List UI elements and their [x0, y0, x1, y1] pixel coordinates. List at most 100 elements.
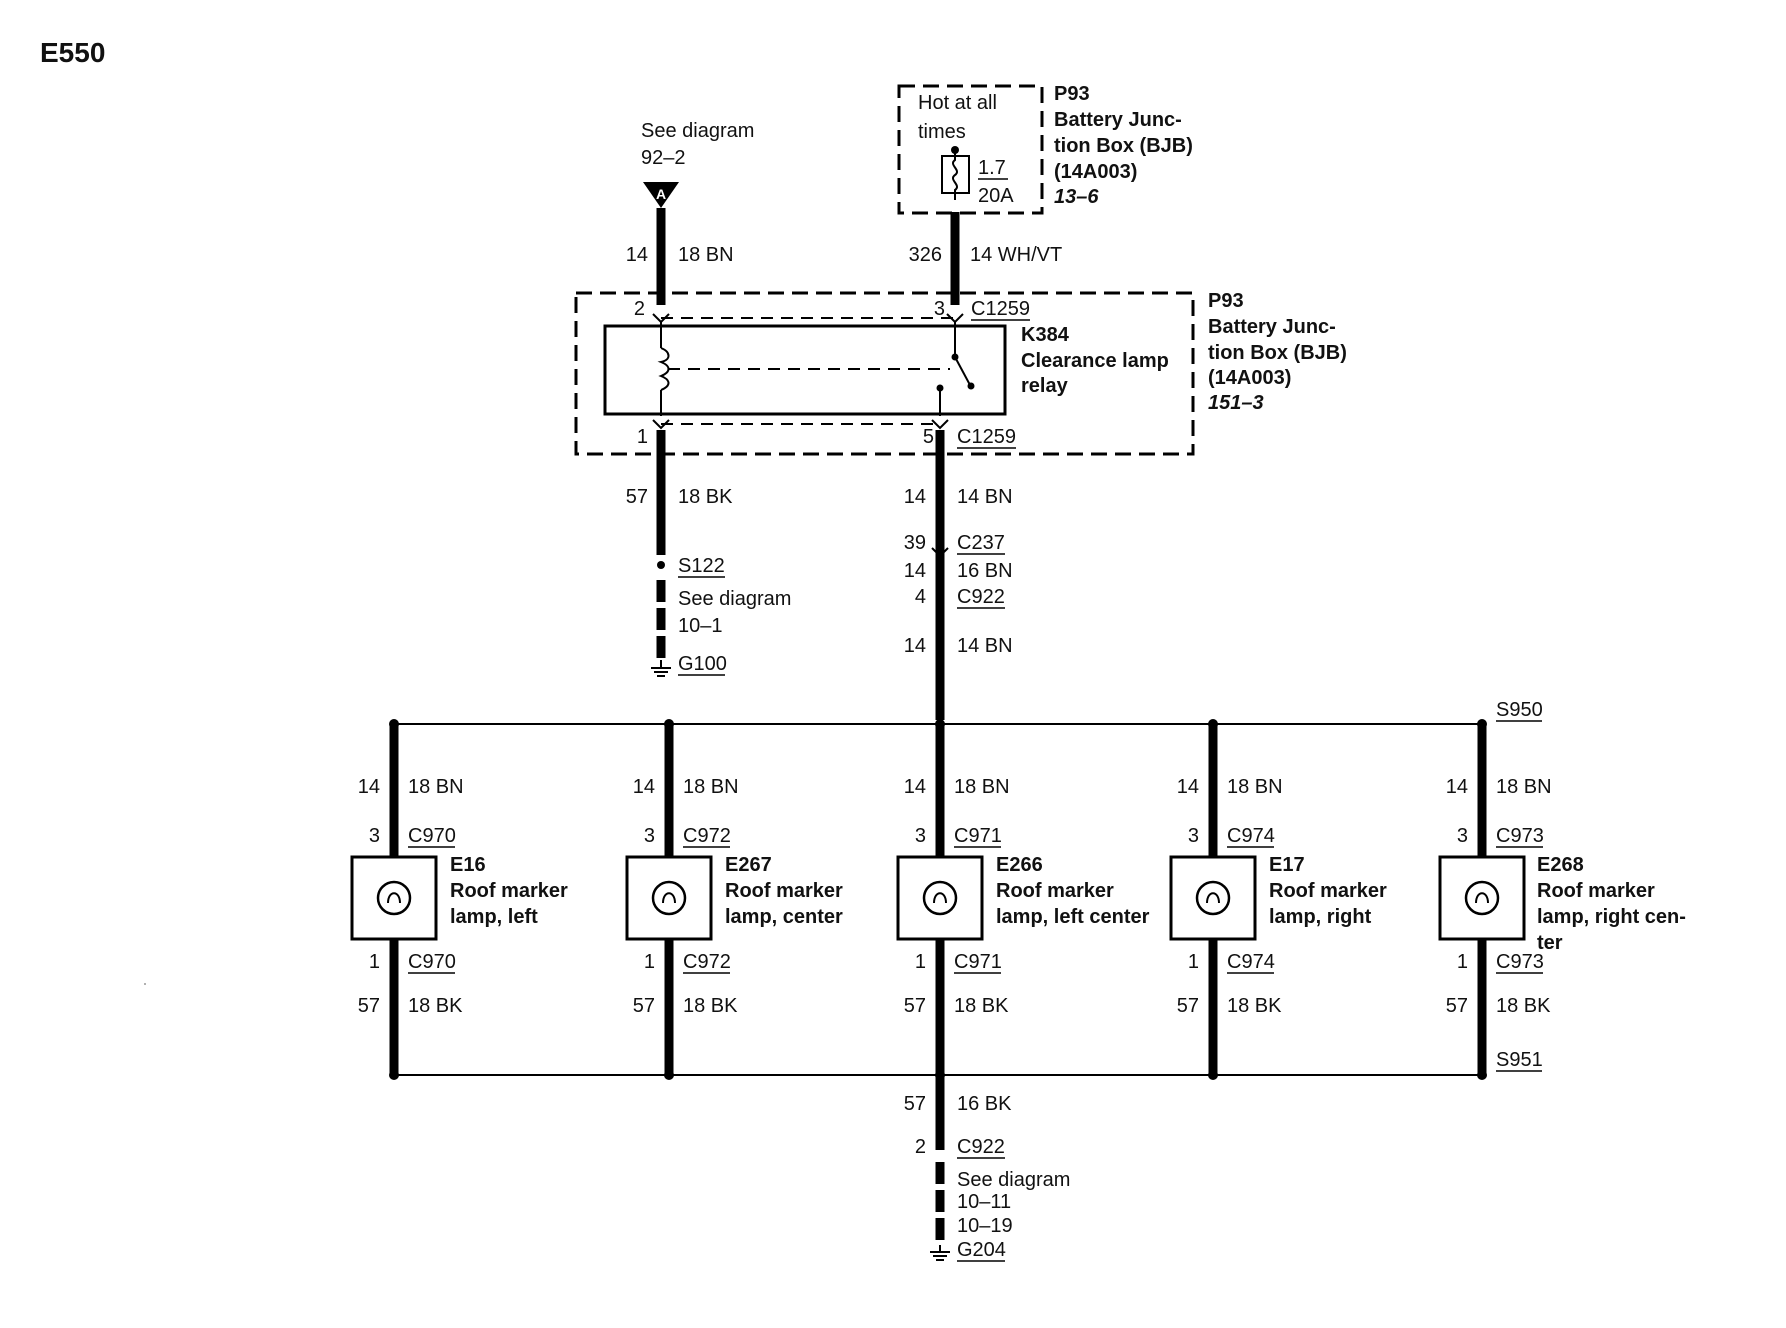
- lamp-pin-in: 3: [644, 825, 655, 847]
- lamp-connector-in: C971: [954, 825, 1002, 847]
- lamp-name-line1: Roof marker: [996, 880, 1114, 902]
- lamp-ref: E267: [725, 854, 772, 876]
- feed-wire1: 14 BN: [957, 486, 1013, 508]
- lamp-pin-in: 3: [1188, 825, 1199, 847]
- lamp-ref: E266: [996, 854, 1043, 876]
- lamp-circuit-out: 57: [904, 995, 926, 1017]
- ground-g204: G204: [957, 1239, 1006, 1261]
- lamp-e266: 14 18 BN 3 C971 E266 Roof marker lamp, l…: [896, 719, 1150, 1080]
- g100-ref-line2: 10–1: [678, 615, 723, 637]
- lamp-e268: 14 18 BN 3 C973 E268 Roof marker lamp, r…: [1438, 719, 1686, 1080]
- lamp-pin-out: 1: [1457, 951, 1468, 973]
- lamp-connector-out: C970: [408, 951, 456, 973]
- relay-conn-top: C1259: [971, 298, 1030, 320]
- relay-coil-icon: [657, 322, 950, 416]
- lamp-pin-out: 1: [644, 951, 655, 973]
- fuse-box-name-line2: tion Box (BJB): [1054, 135, 1193, 157]
- g204-wire: 16 BK: [957, 1093, 1012, 1115]
- lamp-pin-out: 1: [915, 951, 926, 973]
- fuse-number: 1.7: [978, 157, 1006, 179]
- lamp-circuit-in: 14: [1446, 776, 1468, 798]
- connector-a-triangle-icon: [643, 182, 679, 208]
- g100-wire: 18 BK: [678, 486, 733, 508]
- lamp-name-line1: Roof marker: [1537, 880, 1655, 902]
- feed-circuit3: 14: [904, 635, 926, 657]
- diagram-id: E550: [40, 37, 105, 68]
- c922-pin-bottom: 2: [915, 1136, 926, 1158]
- connector-c922-bottom: C922: [957, 1136, 1005, 1158]
- lamp-e16: 14 18 BN 3 C970 E16 Roof marker lamp, le…: [350, 719, 568, 1080]
- relay-conn-bottom: C1259: [957, 426, 1016, 448]
- lamp-e267: 14 18 BN 3 C972 E267 Roof marker lamp, c…: [625, 719, 843, 1080]
- lamp-circuit-out: 57: [358, 995, 380, 1017]
- lamp-name-line1: Roof marker: [1269, 880, 1387, 902]
- g204-ref-line3: 10–19: [957, 1215, 1013, 1237]
- lamp-bulb-icon: [1464, 880, 1500, 916]
- lamp-wire-in: 18 BN: [1227, 776, 1283, 798]
- lamp-circuit-in: 14: [633, 776, 655, 798]
- lamp-wire-in: 18 BN: [954, 776, 1010, 798]
- lamp-connector-out: C973: [1496, 951, 1544, 973]
- ground-g100: G100: [678, 653, 727, 675]
- lamp-name-line2: lamp, left: [450, 906, 538, 928]
- lamp-wire-in: 18 BN: [408, 776, 464, 798]
- relay-ref: K384: [1021, 324, 1070, 346]
- lamp-circuit-out: 57: [1446, 995, 1468, 1017]
- relay-pin-5: 5: [923, 426, 934, 448]
- lamp-pin-in: 3: [369, 825, 380, 847]
- lamp-name-line1: Roof marker: [450, 880, 568, 902]
- lamp-connector-in: C970: [408, 825, 456, 847]
- connector-a-letter: A: [656, 186, 666, 202]
- g100-ref-line1: See diagram: [678, 588, 791, 610]
- lamp-wire-in: 18 BN: [1496, 776, 1552, 798]
- lamp-wire-out: 18 BK: [408, 995, 463, 1017]
- fuse-box-outline: [897, 84, 1044, 215]
- ground-g100-icon: [651, 660, 671, 677]
- ground-g204-icon: [930, 1245, 950, 1261]
- connector-c237: C237: [957, 532, 1005, 554]
- lamp-connector-in: C972: [683, 825, 731, 847]
- splice-s122: S122: [678, 555, 725, 577]
- lamp-ref: E17: [1269, 854, 1305, 876]
- lamp-e17: 14 18 BN 3 C974 E17 Roof marker lamp, ri…: [1169, 719, 1387, 1080]
- fuse-rating: 20A: [978, 185, 1014, 207]
- lamp-name-line1: Roof marker: [725, 880, 843, 902]
- relay-box-name-line3: (14A003): [1208, 367, 1291, 389]
- feed-wire3: 14 BN: [957, 635, 1013, 657]
- splice-s950: S950: [1496, 699, 1543, 721]
- fuse-feed-circuit: 326: [909, 244, 942, 266]
- lamp-connector-in: C973: [1496, 825, 1544, 847]
- relay-box-name-line2: tion Box (BJB): [1208, 342, 1347, 364]
- hot-at-all-line2: times: [918, 121, 966, 143]
- fuse-icon: [941, 146, 970, 200]
- fuse-box-ref: P93: [1054, 83, 1090, 105]
- lamp-connector-in: C974: [1227, 825, 1275, 847]
- lamp-name-line2: lamp, center: [725, 906, 843, 928]
- relay-pin-3: 3: [934, 298, 945, 320]
- lamp-circuit-in: 14: [1177, 776, 1199, 798]
- lamp-name-line2: lamp, right cen-: [1537, 906, 1686, 928]
- lamp-pin-out: 1: [369, 951, 380, 973]
- g204-ref-line2: 10–11: [957, 1191, 1011, 1213]
- relay-box-ref: P93: [1208, 290, 1244, 312]
- lamp-wire-out: 18 BK: [683, 995, 738, 1017]
- lamp-name-line2: lamp, left center: [996, 906, 1150, 928]
- g204-circuit: 57: [904, 1093, 926, 1115]
- fuse-feed-wire: 14 WH/VT: [970, 244, 1062, 266]
- fuse-box-name-line1: Battery Junc-: [1054, 109, 1182, 131]
- stray-mark: [144, 983, 146, 985]
- lamp-bulb-icon: [651, 880, 687, 916]
- lamp-circuit-out: 57: [1177, 995, 1199, 1017]
- relay-switch-icon: [936, 322, 975, 416]
- relay-name-line2: relay: [1021, 375, 1069, 397]
- lamp-pin-out: 1: [1188, 951, 1199, 973]
- c922-pin-top: 4: [915, 586, 926, 608]
- c237-pin: 39: [904, 532, 926, 554]
- fuse-box-name-line3: (14A003): [1054, 161, 1137, 183]
- lamp-circuit-in: 14: [358, 776, 380, 798]
- lamp-name-line3: ter: [1537, 932, 1563, 954]
- splice-s122-dot: [657, 561, 665, 569]
- hot-at-all-line1: Hot at all: [918, 92, 997, 114]
- relay-name-line1: Clearance lamp: [1021, 350, 1169, 372]
